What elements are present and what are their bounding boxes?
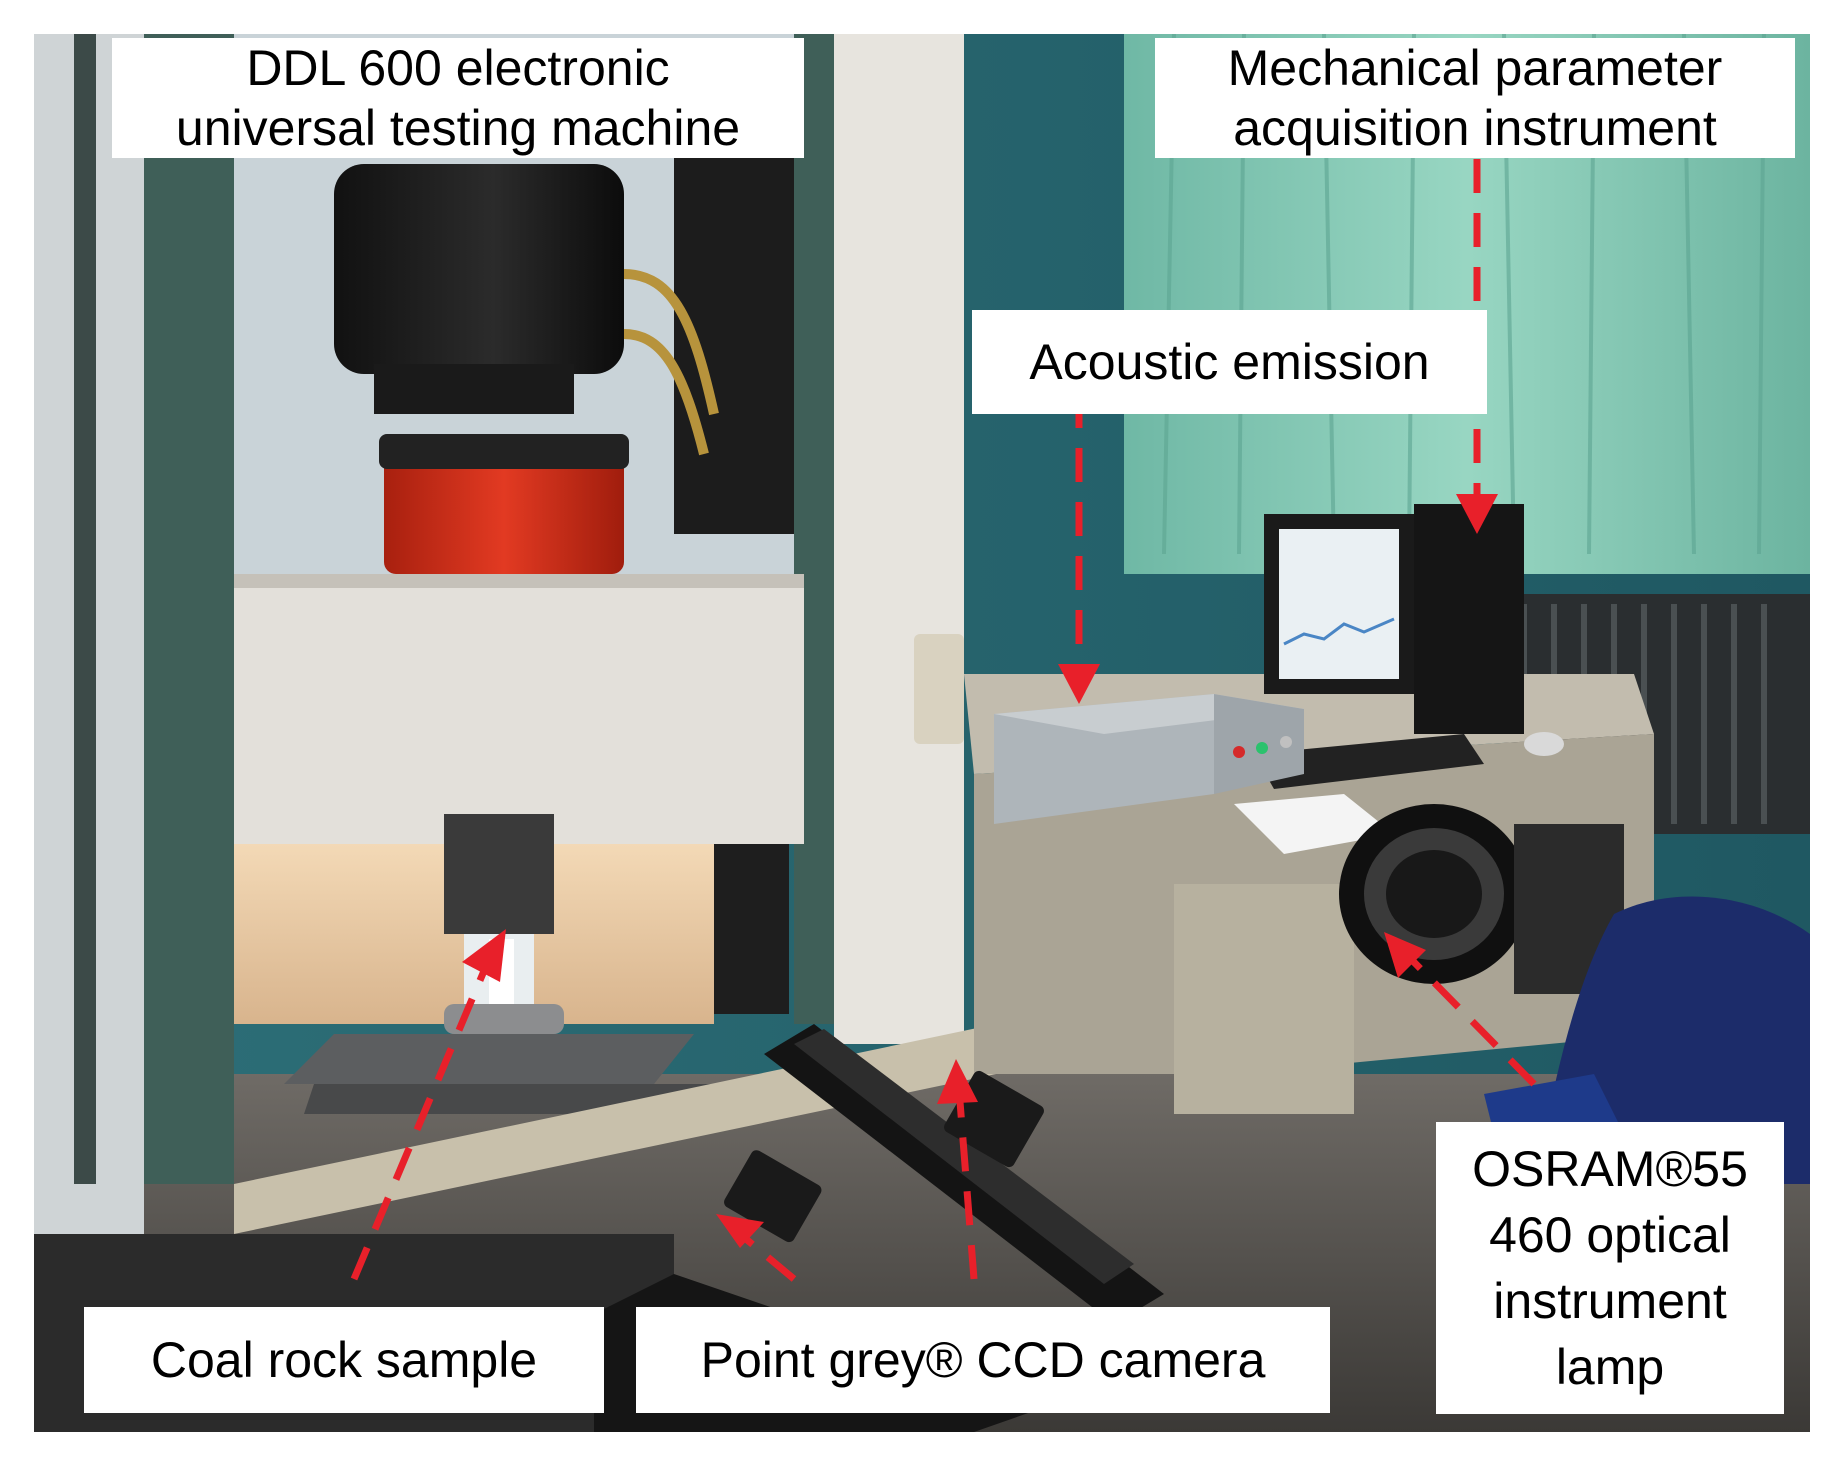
label-ccd-camera: Point grey® CCD camera bbox=[636, 1307, 1330, 1413]
label-osram-lamp-line-2: 460 optical bbox=[1489, 1207, 1731, 1263]
label-ccd-camera-line-1: Point grey® CCD camera bbox=[700, 1332, 1266, 1388]
label-osram-lamp-line-4: lamp bbox=[1555, 1339, 1665, 1395]
label-acoustic-emission: Acoustic emission bbox=[972, 310, 1487, 414]
label-testing-machine: DDL 600 electronic universal testing mac… bbox=[112, 38, 804, 158]
label-acquisition-instrument: Mechanical parameter acquisition instrum… bbox=[1155, 38, 1795, 158]
label-testing-machine-line-2: universal testing machine bbox=[175, 100, 741, 156]
label-osram-lamp: OSRAM®55 460 optical instrument lamp bbox=[1436, 1122, 1784, 1414]
label-osram-lamp-line-3: instrument bbox=[1493, 1273, 1727, 1329]
label-testing-machine-line-1: DDL 600 electronic bbox=[246, 40, 670, 96]
label-acquisition-instrument-line-2: acquisition instrument bbox=[1233, 100, 1717, 156]
label-acquisition-instrument-line-1: Mechanical parameter bbox=[1227, 40, 1723, 96]
label-osram-lamp-line-1: OSRAM®55 bbox=[1472, 1141, 1748, 1197]
label-coal-sample: Coal rock sample bbox=[84, 1307, 604, 1413]
label-coal-sample-line-1: Coal rock sample bbox=[150, 1332, 538, 1388]
label-acoustic-emission-line-1: Acoustic emission bbox=[1029, 334, 1430, 390]
